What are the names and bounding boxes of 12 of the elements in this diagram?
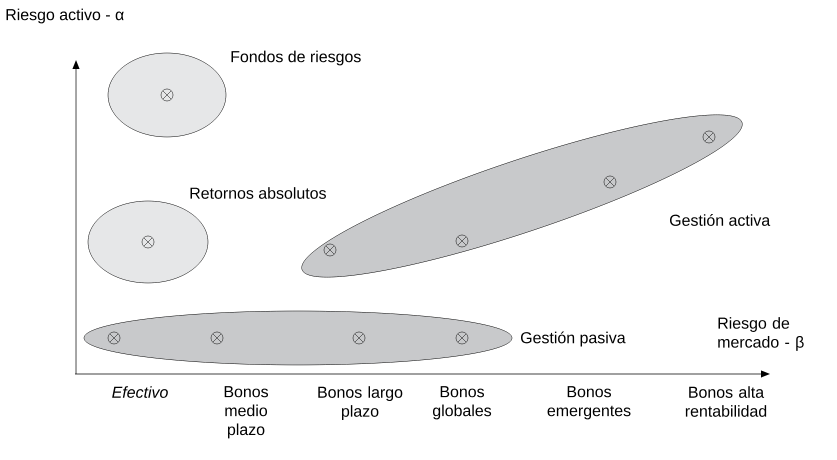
category-label: Bonos globales [433, 386, 492, 420]
group-label: Gestión activa [670, 214, 770, 226]
category-label: Bonos largo plazo [318, 386, 402, 420]
axis-label: Riesgo activo - α [6, 8, 124, 24]
category-label: Bonos medio plazo [224, 386, 268, 438]
group-label: Fondos de riesgos [232, 50, 361, 66]
group-label: Retornos absolutos [190, 187, 326, 199]
category-label: Bonos alta rentabilidad [686, 386, 766, 417]
category-label: Bonos emergentes [548, 386, 630, 420]
axis-label: Riesgo de mercado - β [718, 317, 804, 351]
category-label: Efectivo [112, 386, 168, 398]
group-label: Gestión pasiva [521, 331, 626, 347]
